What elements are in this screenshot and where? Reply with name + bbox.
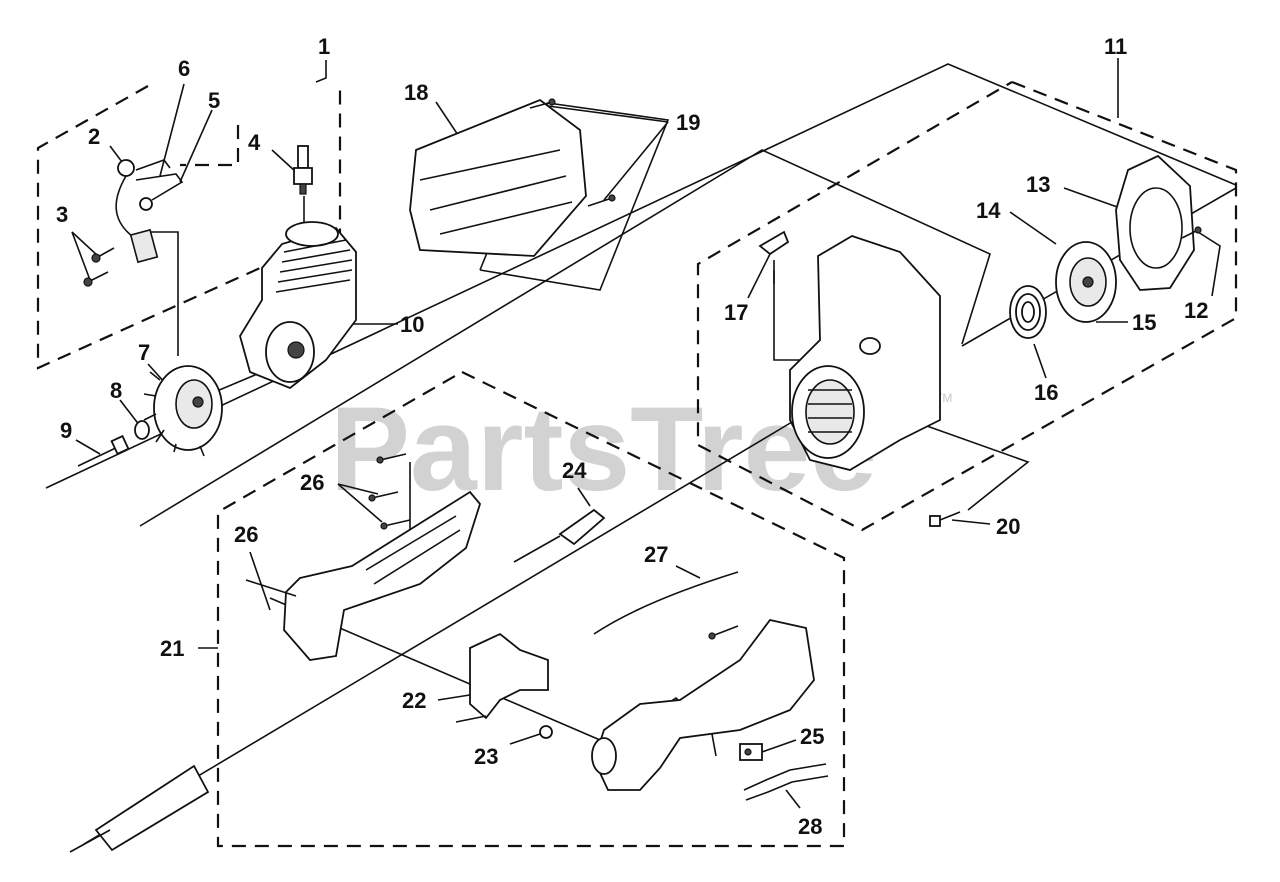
leader-19b [603,121,669,201]
recoil-screw [1181,226,1202,239]
callout-3: 3 [56,202,68,227]
leader-1 [315,60,327,83]
callout-14: 14 [976,198,1001,223]
callout-26-lower: 26 [234,522,258,547]
callout-18: 18 [404,80,428,105]
leader-24 [577,487,591,507]
flywheel [143,365,223,457]
washer [134,420,150,440]
engine-group-boundary [36,85,342,370]
callout-23: 23 [474,744,498,769]
leader-4 [271,149,297,173]
engine-block [239,221,357,390]
leader-28 [785,789,801,809]
module-screws [83,247,115,287]
leader-26a2 [337,483,383,523]
fan-housing-group-boundary [696,80,1238,532]
callout-28: 28 [798,814,822,839]
callout-13: 13 [1026,172,1050,197]
spark-plug [293,145,313,195]
carb-group-boundary [180,125,240,167]
leader-26a1 [337,483,379,495]
clamp-housing [245,453,482,661]
housing-bolt-line [909,419,1030,511]
drive-shaft-tube [69,764,210,853]
callout-4: 4 [248,130,261,155]
parts [69,98,1202,853]
callout-10: 10 [400,312,424,337]
leader-27 [675,565,701,579]
callouts: 1 2 3 4 5 6 7 8 9 10 11 12 13 14 15 16 1… [56,34,1208,839]
callout-19: 19 [676,110,700,135]
leader-3a [71,231,99,257]
callout-11: 11 [1104,34,1127,59]
callout-25: 25 [800,724,824,749]
handle-bracket [455,632,549,723]
leader-25 [761,739,797,753]
leader-20 [951,519,991,525]
recoil-housing [1115,154,1195,291]
fan-housing [789,235,941,471]
callout-16: 16 [1034,380,1058,405]
leader-14 [1009,211,1057,245]
long-plate-outline [45,63,1237,489]
clamp-nut [539,725,553,739]
leader-3b [71,231,91,281]
throttle-cable-rod [593,571,739,635]
leader-6 [159,83,185,177]
leader-19a [547,105,669,123]
leader-9 [75,439,101,455]
callout-12: 12 [1184,298,1208,323]
callout-9: 9 [60,418,72,443]
shaft-bolt [77,434,130,467]
leader-5 [179,109,213,183]
starter-spring [1009,285,1047,339]
leader-13 [1063,187,1121,209]
stop-switch [739,743,763,761]
callout-5: 5 [208,88,220,113]
starter-pulley [1055,241,1117,323]
drive-shaft-line [83,421,793,845]
leader-17 [747,253,771,299]
housing-bolt [929,511,961,527]
leader-12 [1197,231,1221,297]
callout-27: 27 [644,542,668,567]
leader-2 [109,145,123,163]
ignition-module [115,159,159,264]
callout-1: 1 [318,34,330,59]
switch-wire [743,763,829,801]
callout-15: 15 [1132,310,1156,335]
callout-24: 24 [562,458,587,483]
group-boundaries [36,80,1238,848]
shaft-housing-group-boundary [216,371,846,848]
callout-7: 7 [138,340,150,365]
clip [758,230,790,284]
throttle-trigger [513,508,606,563]
throttle-cable [135,159,184,211]
leader-26b [249,551,271,611]
callout-22: 22 [402,688,426,713]
leader-16 [1033,343,1047,379]
mid-plate-outline [139,149,991,527]
callout-6: 6 [178,56,190,81]
leader-8 [119,399,141,427]
tube-housing [591,618,815,791]
callout-17: 17 [724,300,748,325]
callout-26-upper: 26 [300,470,324,495]
cover-screws [529,98,616,207]
ignition-lead-line [150,231,179,356]
engine-cover [409,98,587,257]
callout-8: 8 [110,378,122,403]
callout-20: 20 [996,514,1020,539]
watermark-text: PartsTree [330,382,877,516]
callout-21: 21 [160,636,184,661]
leader-23 [509,733,541,745]
callout-2: 2 [88,124,100,149]
